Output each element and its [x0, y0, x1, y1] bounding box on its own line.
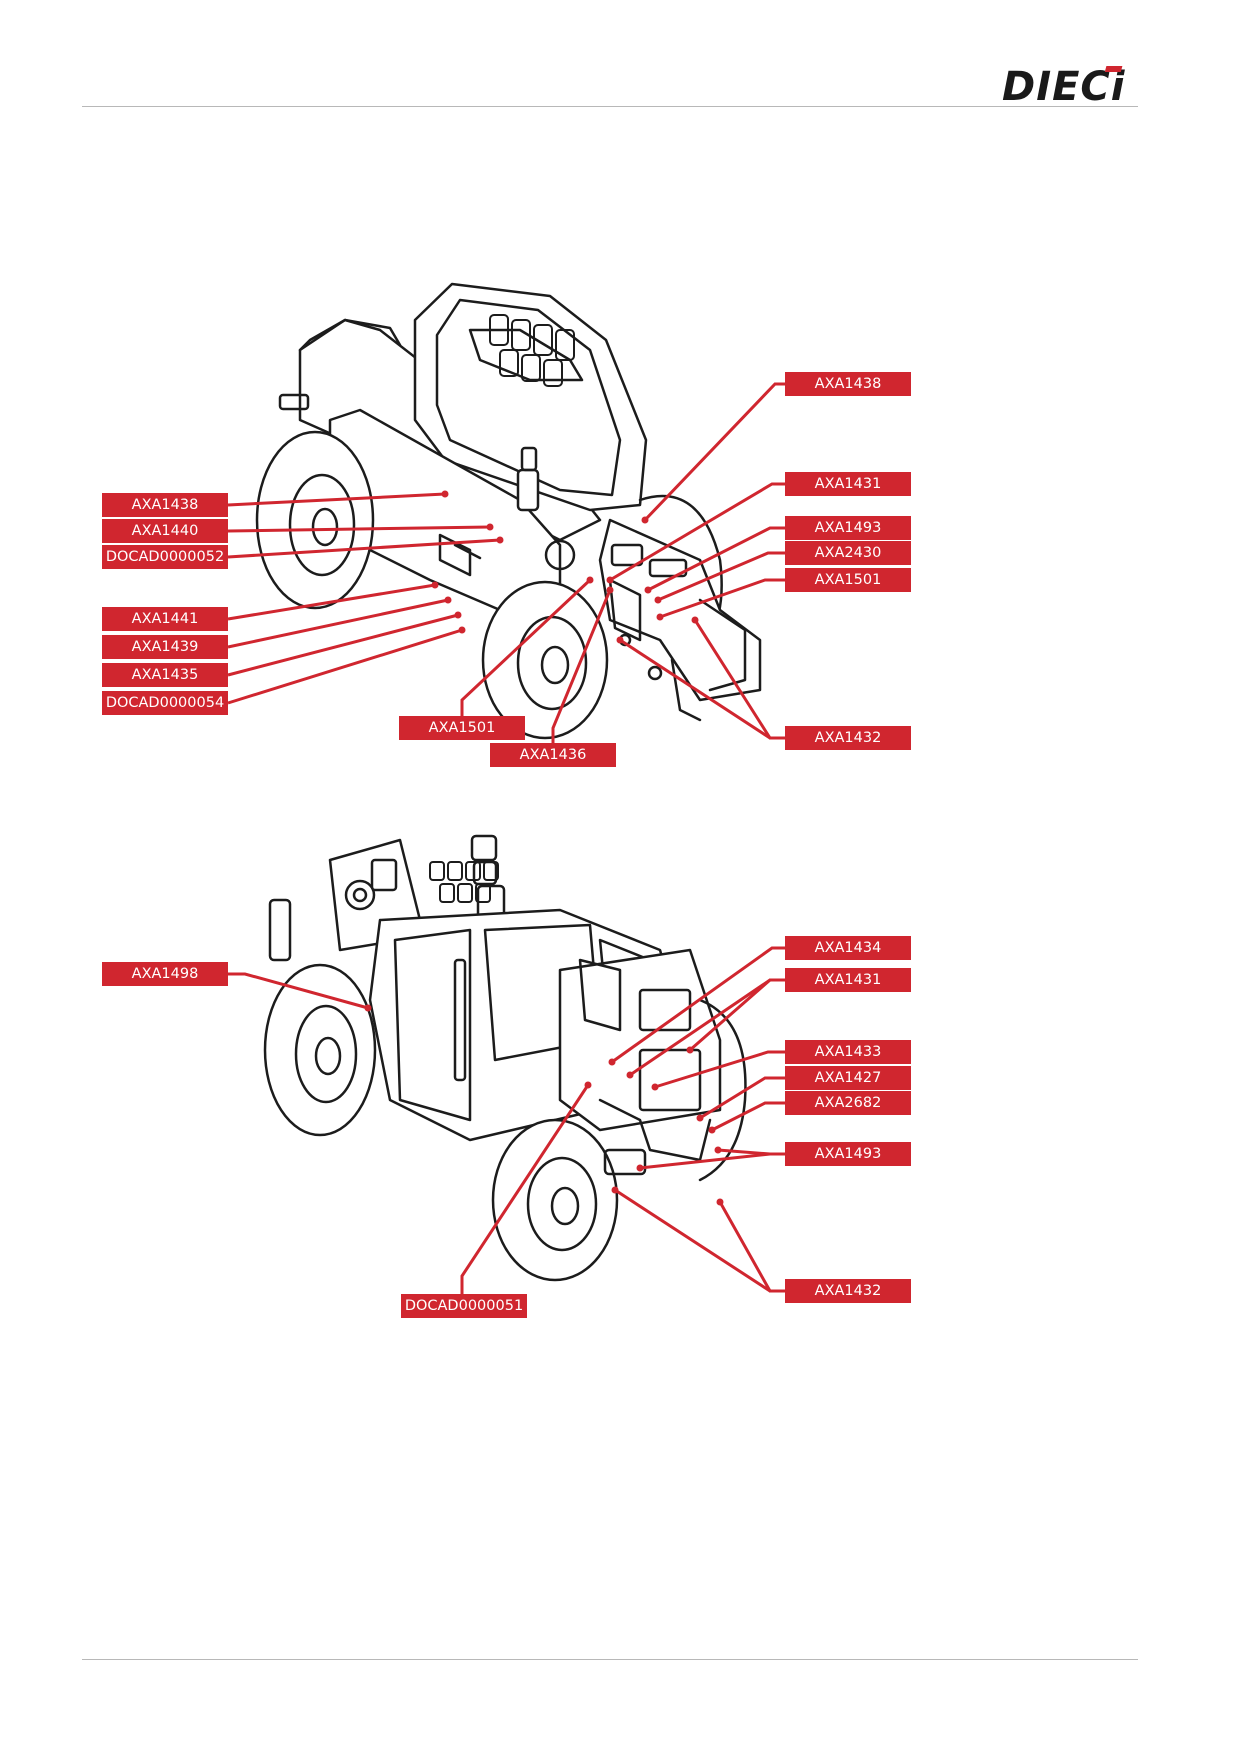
label-tag: AXA1431 [785, 472, 911, 496]
top-leader-lines [227, 382, 785, 743]
bottom-leader-dots [364, 1004, 724, 1206]
label-tag: AXA1498 [102, 962, 228, 986]
leader-line [659, 578, 785, 619]
label-tag: AXA1440 [102, 519, 228, 543]
label-tag: AXA1441 [102, 607, 228, 631]
label-tag: AXA2430 [785, 541, 911, 565]
leader-line [227, 598, 449, 649]
leader-line [460, 1084, 590, 1294]
label-tag: AXA1493 [785, 1142, 911, 1166]
label-tag: AXA1501 [785, 568, 911, 592]
leader-line [611, 946, 785, 1064]
telehandler-line-drawing-bottom [228, 834, 785, 1294]
label-tag: AXA1439 [102, 635, 228, 659]
leader-line [227, 583, 436, 621]
label-tag: AXA1427 [785, 1066, 911, 1090]
leader-line [693, 619, 785, 740]
leader-line [614, 1188, 785, 1293]
leader-line [647, 526, 785, 592]
footer-rule [82, 1659, 1138, 1660]
machine-diagram-rear-left: AXA1438 AXA1431 AXA1493 AXA2430 AXA1501 … [0, 0, 1239, 800]
logo-accent-mark [1104, 66, 1123, 72]
leader-line [460, 578, 592, 716]
leader-line [227, 628, 463, 705]
label-tag: AXA1493 [785, 516, 911, 540]
leader-line [227, 525, 491, 533]
leader-line [551, 589, 612, 743]
leader-line [227, 538, 501, 559]
label-tag: AXA1434 [785, 936, 911, 960]
leader-line [689, 978, 785, 1052]
leader-line [699, 1076, 785, 1120]
leader-line [711, 1101, 785, 1132]
label-tag: AXA2682 [785, 1091, 911, 1115]
leader-line [227, 613, 459, 677]
leader-line [654, 1050, 785, 1089]
leader-line [643, 382, 785, 522]
label-tag: AXA1433 [785, 1040, 911, 1064]
label-tag: DOCAD0000054 [102, 691, 228, 715]
header-rule [82, 106, 1138, 107]
top-leader-dots [431, 490, 699, 644]
label-tag: AXA1436 [490, 743, 616, 767]
label-tag: DOCAD0000051 [401, 1294, 527, 1318]
bottom-leader-lines [228, 946, 785, 1294]
label-tag: AXA1435 [102, 663, 228, 687]
leader-line [639, 1152, 785, 1170]
leader-line [228, 972, 369, 1010]
label-tag: AXA1432 [785, 1279, 911, 1303]
label-tag: AXA1431 [785, 968, 911, 992]
dieci-logo: DIECi [1000, 60, 1140, 106]
label-tag: AXA1438 [785, 372, 911, 396]
label-tag: AXA1432 [785, 726, 911, 750]
label-tag: DOCAD0000052 [102, 545, 228, 569]
telehandler-line-drawing-top [227, 282, 785, 743]
leader-line [609, 482, 785, 582]
label-tag: AXA1501 [399, 716, 525, 740]
leader-line [718, 1201, 785, 1293]
leader-line [657, 551, 785, 602]
label-tag: AXA1438 [102, 493, 228, 517]
leader-line [227, 492, 446, 507]
logo-text: DIECi [1002, 64, 1126, 106]
machine-diagram-rear-right: AXA1434 AXA1431 AXA1433 AXA1427 AXA2682 … [0, 800, 1239, 1360]
